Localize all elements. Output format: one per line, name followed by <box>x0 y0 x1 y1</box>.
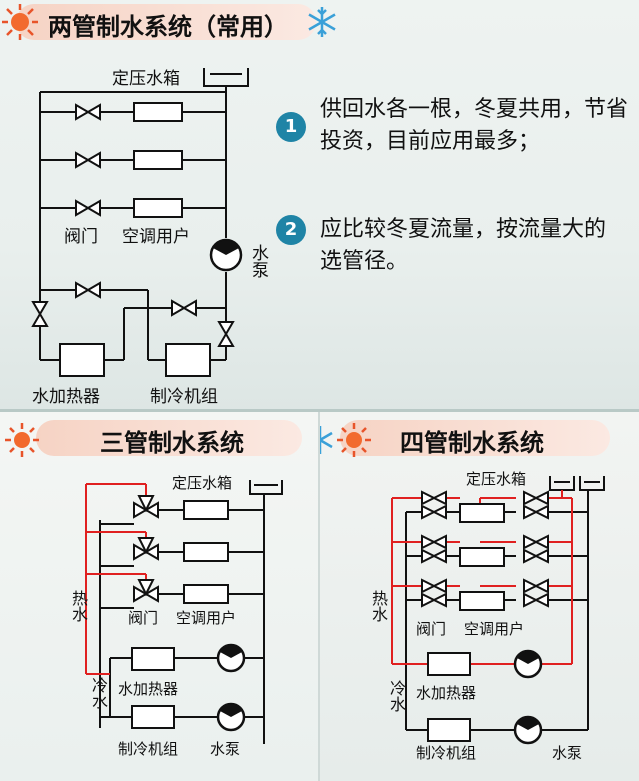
valve-icon <box>421 504 447 520</box>
valve-icon <box>523 548 549 564</box>
user-label: 空调用户 <box>122 227 190 247</box>
chiller-label: 制冷机组 <box>416 744 477 762</box>
three-pipe-diagram <box>5 423 283 744</box>
two-pipe-panel: 两管制水系统（常用） 定压水箱 阀门 空调用户 水泵 水加热器 制冷机组 1 供… <box>0 0 639 412</box>
note-badge-2: 2 <box>276 215 306 245</box>
pump-label: 水泵 <box>248 244 268 278</box>
valve-icon <box>75 281 101 299</box>
valve-icon <box>171 299 197 317</box>
valve-label: 阀门 <box>416 620 447 638</box>
valve-icon <box>421 534 447 550</box>
title-banner <box>340 420 610 456</box>
heater-label: 水加热器 <box>416 684 477 702</box>
water-tank-icon <box>249 480 283 495</box>
panel-divider <box>318 412 320 781</box>
pump-icon <box>216 702 246 732</box>
valve-icon <box>421 592 447 608</box>
note-badge-1: 1 <box>276 112 306 142</box>
note-text-1: 供回水各一根，冬夏共用，节省投资，目前应用最多； <box>320 97 629 154</box>
valve-icon <box>523 490 549 506</box>
user-label: 空调用户 <box>176 609 237 627</box>
air-conditioning-user-box <box>459 591 505 611</box>
note-text-2: 应比较冬夏流量，按流量大的选管径。 <box>320 217 607 274</box>
sun-icon <box>337 423 371 457</box>
tank-label: 定压水箱 <box>466 470 527 488</box>
heater-label: 水加热器 <box>118 680 179 698</box>
pump-label: 水泵 <box>552 744 583 762</box>
valve-label: 阀门 <box>128 609 159 627</box>
snowflake-icon <box>308 7 336 37</box>
air-conditioning-user-box <box>133 198 183 218</box>
valve-icon <box>217 321 235 347</box>
four-pipe-diagram <box>320 423 605 745</box>
valve-icon <box>31 301 49 327</box>
tank-label: 定压水箱 <box>172 474 233 492</box>
air-conditioning-user-box <box>133 150 183 170</box>
section-title: 三管制水系统 <box>100 429 244 457</box>
valve-icon <box>523 592 549 608</box>
page-title: 两管制水系统（常用） <box>48 13 288 41</box>
air-conditioning-user-box <box>459 547 505 567</box>
hot-water-label: 热水 <box>369 590 388 622</box>
air-conditioning-user-box <box>183 584 229 604</box>
sun-icon <box>2 4 38 40</box>
air-conditioning-user-box <box>183 542 229 562</box>
air-conditioning-user-box <box>459 503 505 523</box>
water-heater-box <box>131 647 175 671</box>
chiller-label: 制冷机组 <box>118 740 179 758</box>
valve-label: 阀门 <box>64 227 98 247</box>
water-heater-box <box>427 652 471 676</box>
chiller-box <box>165 343 211 377</box>
heater-label: 水加热器 <box>32 387 100 407</box>
water-tank-icon <box>549 476 575 491</box>
valve-icon <box>523 534 549 550</box>
hot-water-label: 热水 <box>69 590 88 622</box>
pump-icon <box>513 649 543 679</box>
water-heater-box <box>59 343 105 377</box>
valve-icon <box>75 103 101 121</box>
tank-label: 定压水箱 <box>112 69 180 89</box>
section-title: 四管制水系统 <box>400 429 544 457</box>
cold-water-label: 冷水 <box>387 680 406 712</box>
section-divider <box>0 409 639 413</box>
title-banner <box>36 420 302 456</box>
pump-icon <box>209 238 243 272</box>
cold-water-label: 冷水 <box>89 677 108 709</box>
pump-icon <box>216 643 246 673</box>
title-banner <box>16 4 316 40</box>
three-pipe-panel: 三管制水系统 定压水箱 阀门 空调用户 热水 冷水 水加热器 制冷机组 水泵 <box>0 412 319 781</box>
chiller-box <box>427 718 471 742</box>
valve-icon <box>421 490 447 506</box>
sun-icon <box>5 423 39 457</box>
valve-icon <box>75 199 101 217</box>
three-way-valve-icon <box>133 495 159 519</box>
water-tank-icon <box>579 476 605 491</box>
snowflake-icon <box>320 426 333 454</box>
pump-icon <box>513 715 543 745</box>
three-way-valve-icon <box>133 537 159 561</box>
four-pipe-panel: 四管制水系统 定压水箱 阀门 空调用户 热水 冷水 水加热器 制冷机组 水泵 <box>320 412 639 781</box>
valve-icon <box>523 578 549 594</box>
valve-icon <box>421 548 447 564</box>
two-pipe-diagram <box>2 4 336 377</box>
pump-label: 水泵 <box>210 740 241 758</box>
chiller-box <box>131 705 175 729</box>
air-conditioning-user-box <box>133 102 183 122</box>
chiller-label: 制冷机组 <box>150 387 218 407</box>
air-conditioning-user-box <box>183 500 229 520</box>
valve-icon <box>421 578 447 594</box>
valve-icon <box>75 151 101 169</box>
water-tank-icon <box>203 68 249 92</box>
valve-icon <box>523 504 549 520</box>
three-way-valve-icon <box>133 579 159 603</box>
user-label: 空调用户 <box>464 620 525 638</box>
